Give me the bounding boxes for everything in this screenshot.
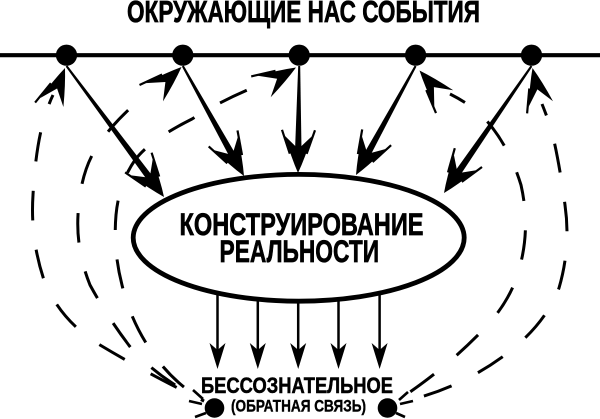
- svg-text:(ОБРАТНАЯ СВЯЗЬ): (ОБРАТНАЯ СВЯЗЬ): [231, 398, 366, 416]
- svg-text:ОКРУЖАЮЩИЕ НАС СОБЫТИЯ: ОКРУЖАЮЩИЕ НАС СОБЫТИЯ: [127, 0, 480, 29]
- svg-text:КОНСТРУИРОВАНИЕ: КОНСТРУИРОВАНИЕ: [180, 206, 424, 242]
- svg-text:РЕАЛЬНОСТИ: РЕАЛЬНОСТИ: [220, 233, 380, 269]
- svg-text:БЕССОЗНАТЕЛЬНОЕ: БЕССОЗНАТЕЛЬНОЕ: [201, 373, 393, 398]
